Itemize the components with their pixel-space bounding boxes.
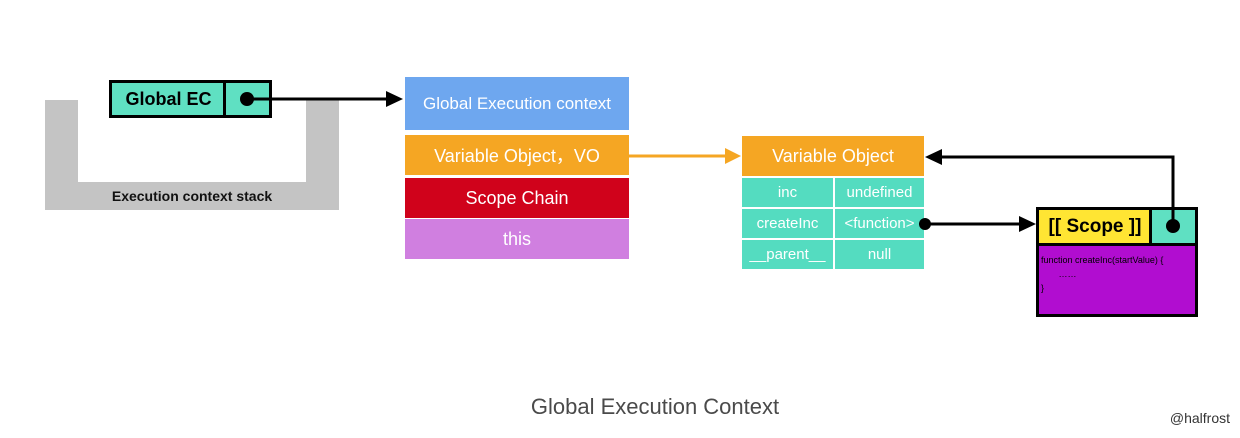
stack-bottom xyxy=(45,182,339,210)
arrow-head xyxy=(725,148,741,164)
global-ec-divider xyxy=(223,80,226,118)
author-credit: @halfrost xyxy=(1169,410,1230,426)
variable-object-title: Variable Object xyxy=(742,136,924,176)
vo-value-cell: null xyxy=(835,240,924,269)
vo-value-cell: undefined xyxy=(835,178,924,207)
arrow-head xyxy=(925,149,942,165)
context-row-scope-chain: Scope Chain xyxy=(405,178,629,218)
vo-key-cell: inc xyxy=(742,178,833,207)
vo-key-cell: createInc xyxy=(742,209,833,238)
arrow-head xyxy=(1019,216,1036,232)
function-divider xyxy=(1039,243,1195,246)
diagram-caption: Global Execution Context xyxy=(530,394,780,419)
vo-value-cell: <function> xyxy=(835,209,924,238)
stack-label: Execution context stack xyxy=(111,188,273,204)
scope-slot-label: [[ Scope ]] xyxy=(1039,210,1151,244)
scope-divider xyxy=(1149,210,1152,244)
context-row-this: this xyxy=(405,219,629,259)
scope-to-variable-object-arrow xyxy=(941,155,1175,226)
arrow-head xyxy=(386,91,403,107)
global-ec-label: Global EC xyxy=(125,88,212,109)
context-title: Global Execution context xyxy=(405,77,629,130)
context-row-variable-object: Variable Object，VO xyxy=(405,135,629,175)
vo-key-cell: __parent__ xyxy=(742,240,833,269)
function-code: function createInc(startValue) { …… } xyxy=(1041,255,1164,293)
